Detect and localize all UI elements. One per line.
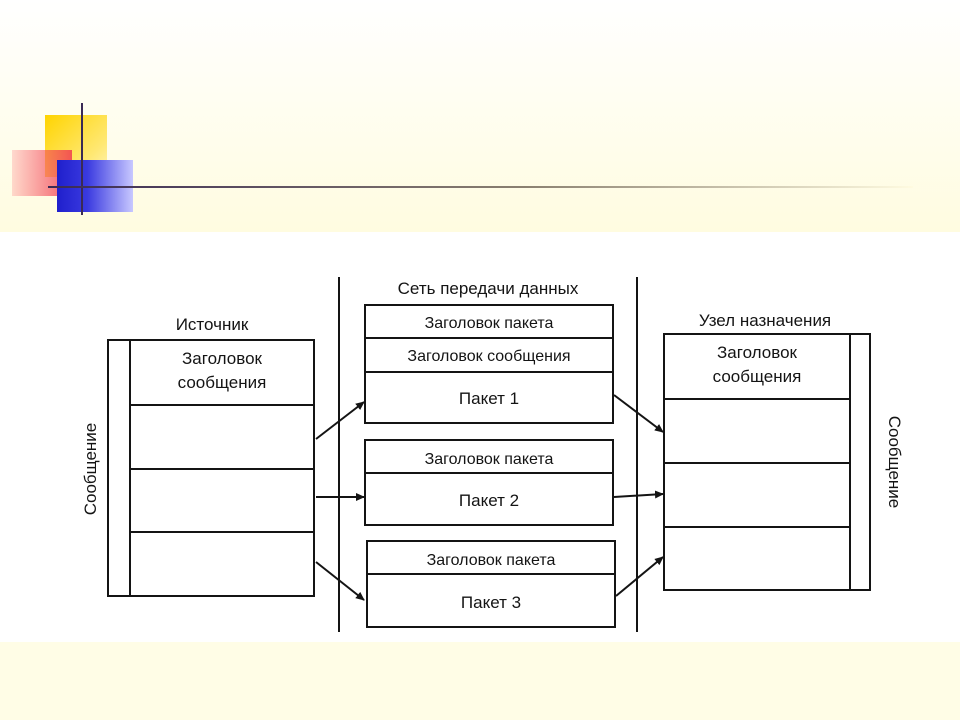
packet-2-header: Заголовок пакета [425,451,554,468]
destination-side-label: Сообщение [885,416,904,509]
packet-1-label: Пакет 1 [459,389,519,408]
packet-1: Заголовок пакета Заголовок сообщения Пак… [364,304,614,424]
slide-header-band [0,0,960,232]
packet-3: Заголовок пакета Пакет 3 [366,540,616,628]
source-message-header-line2: сообщения [178,373,267,392]
packet-1-message-header: Заголовок сообщения [407,348,570,365]
packet-switching-diagram: Сеть передачи данных Источник Заголовок … [81,277,904,632]
packet-3-header: Заголовок пакета [427,552,556,569]
packet-3-label: Пакет 3 [461,593,521,612]
destination-title: Узел назначения [699,311,831,330]
title-underline-decoration [48,186,913,188]
arrow-packet-1-to-destination [613,394,664,433]
destination-message-header-line2: сообщения [713,367,802,386]
source-message-block: Заголовок сообщения [107,339,315,597]
arrow-source-to-packet-1 [315,401,365,440]
packet-3-box [366,540,616,628]
arrow-packet-3-to-destination [615,556,664,597]
destination-message-header-line1: Заголовок [717,343,797,362]
diagram-figure: Сеть передачи данных Источник Заголовок … [0,232,960,642]
packet-2-label: Пакет 2 [459,491,519,510]
packet-1-header: Заголовок пакета [425,315,554,332]
arrow-source-to-packet-3 [315,561,365,601]
arrow-packet-2-to-destination [613,490,664,499]
vertical-rule-decoration [81,103,83,215]
source-side-label: Сообщение [81,423,100,516]
network-title: Сеть передачи данных [398,279,579,298]
packet-2-box [364,439,614,526]
source-message-header-line1: Заголовок [182,349,262,368]
packet-2: Заголовок пакета Пакет 2 [364,439,614,526]
destination-message-block: Заголовок сообщения [663,333,871,591]
packet-1-box [364,304,614,424]
source-title: Источник [176,315,249,334]
